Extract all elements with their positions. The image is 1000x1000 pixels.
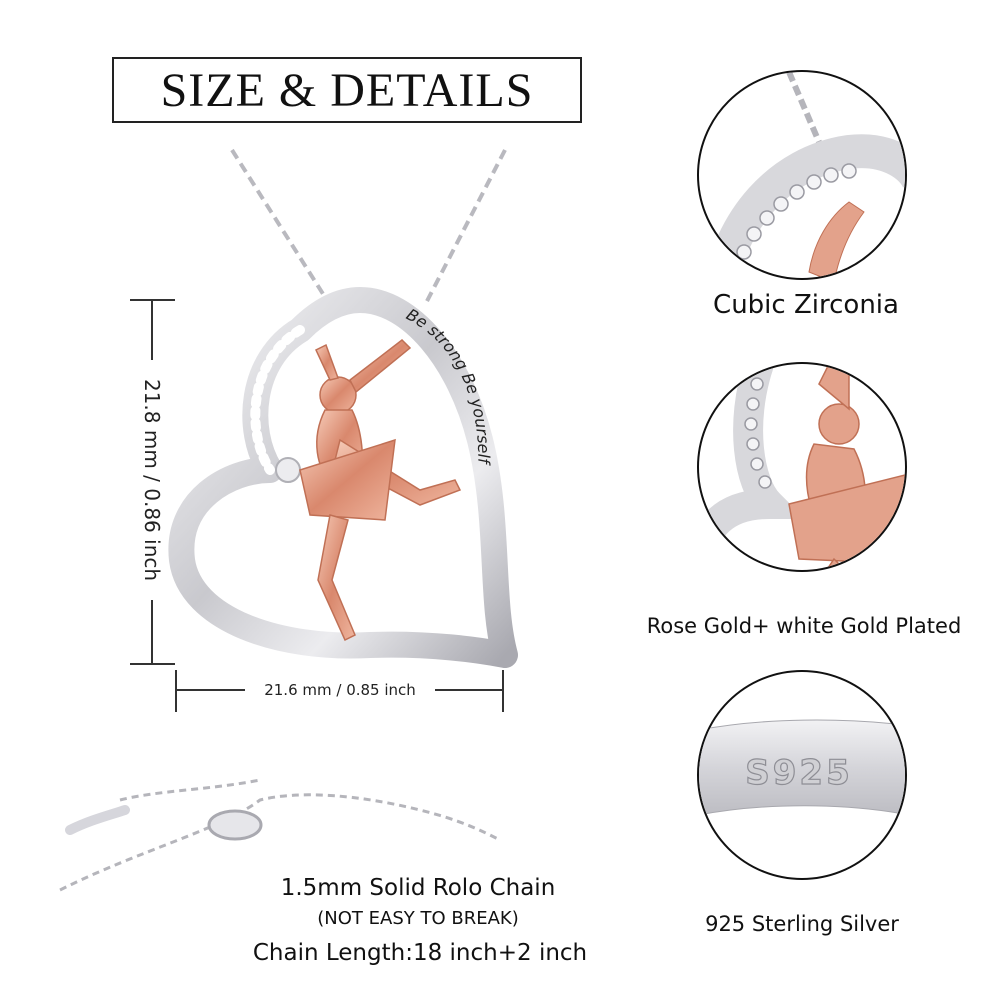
- title-box: SIZE & DETAILS: [112, 57, 582, 123]
- ballerina-figure: [299, 339, 462, 642]
- detail-circle-rose-gold: [697, 362, 907, 572]
- extender-chain: [59, 778, 501, 892]
- chain-strength: (NOT EASY TO BREAK): [317, 908, 519, 929]
- caption-sterling: 925 Sterling Silver: [705, 912, 899, 936]
- s925-stamp: S925: [745, 753, 852, 793]
- necklace-chain: [230, 148, 507, 307]
- page-title: SIZE & DETAILS: [160, 63, 534, 117]
- caption-rose-gold: Rose Gold+ white Gold Plated: [646, 614, 962, 638]
- height-label: 21.8 mm / 0.86 inch: [140, 378, 164, 582]
- caption-zirconia: Cubic Zirconia: [713, 290, 899, 320]
- width-dimension: [175, 670, 504, 712]
- height-dimension: [130, 299, 175, 665]
- chain-type: 1.5mm Solid Rolo Chain: [280, 875, 556, 901]
- width-label: 21.6 mm / 0.85 inch: [258, 681, 422, 699]
- s925-closeup: S925: [699, 719, 905, 816]
- chain-length: Chain Length:18 inch+2 inch: [252, 940, 588, 966]
- detail-circle-zirconia: [697, 70, 907, 280]
- heart-frame: [168, 287, 518, 668]
- zirconia-closeup: [704, 72, 905, 278]
- detail-circle-s925: S925: [697, 670, 907, 880]
- rose-gold-closeup: [699, 364, 905, 570]
